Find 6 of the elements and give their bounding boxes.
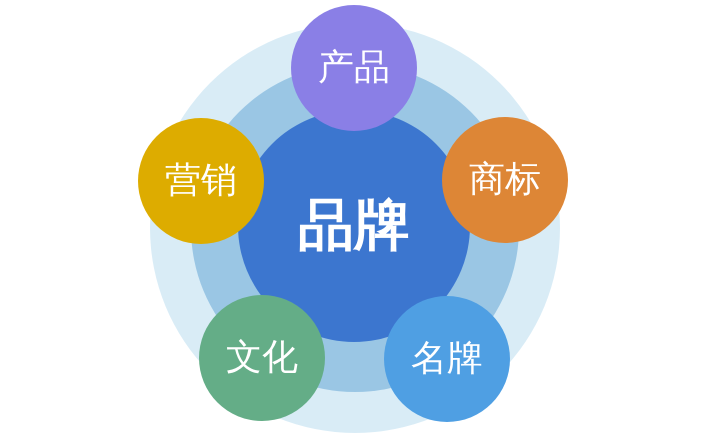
core-label: 品牌 (298, 195, 410, 257)
topic-label: 商标 (469, 160, 541, 200)
topic-label: 文化 (226, 338, 298, 378)
topic-label: 名牌 (411, 339, 483, 379)
topic-label: 产品 (318, 48, 390, 88)
topic-label: 营销 (165, 161, 237, 201)
